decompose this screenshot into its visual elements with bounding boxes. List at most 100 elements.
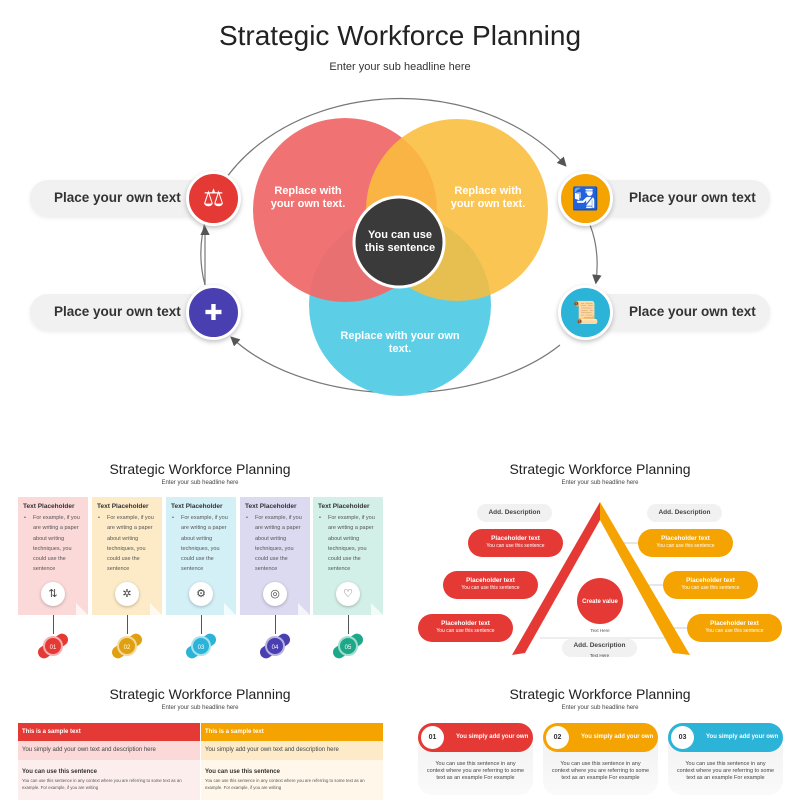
triangle-left-side xyxy=(512,502,600,655)
right-pill-1: Place your own text xyxy=(585,180,770,216)
text-card: Text PlaceholderFor example, if you are … xyxy=(166,497,236,615)
step-body: You can use this sentence in any context… xyxy=(551,761,650,781)
step-body: You can use this sentence in any context… xyxy=(426,761,525,781)
placeholder-sub: You can use this sentence xyxy=(656,543,715,549)
placeholder-sub: You can use this sentence xyxy=(461,585,520,591)
panel-title: Strategic Workforce Planning xyxy=(109,686,291,702)
placeholder-title: Placeholder text xyxy=(686,577,735,584)
card-body: For example, if you are writing a paper … xyxy=(97,513,157,575)
connector-line xyxy=(53,615,54,634)
step-pill: 01 You simply add your own xyxy=(418,723,533,752)
step-number: 03 xyxy=(671,726,694,749)
cell-body: You can use this sentence in any context… xyxy=(22,778,182,790)
card-heading: Text Placeholder xyxy=(97,503,149,510)
step-badge: 05 xyxy=(338,636,358,656)
table-header: This is a sample text xyxy=(18,723,200,741)
center-sub-text: Text Here xyxy=(590,628,610,633)
certificate-icon: 📜 xyxy=(558,285,613,340)
scales-icon: ⚖ xyxy=(186,171,241,226)
blue-circle-text: Replace with your own text. xyxy=(340,330,460,355)
placeholder-title: Placeholder text xyxy=(466,577,515,584)
pill-label: Place your own text xyxy=(54,304,181,319)
table-header: This is a sample text xyxy=(201,723,383,741)
card-icon: ⇅ xyxy=(41,582,65,606)
step-badge: 04 xyxy=(265,636,285,656)
pill-label: Place your own text xyxy=(54,190,181,205)
step-body: You can use this sentence in any context… xyxy=(676,761,775,781)
placeholder-title: Placeholder text xyxy=(710,620,759,627)
card-body: For example, if you are writing a paper … xyxy=(23,513,83,575)
placeholder-title: Placeholder text xyxy=(491,535,540,542)
placeholder-sub: You can use this sentence xyxy=(681,585,740,591)
panel-subtitle: Enter your sub headline here xyxy=(561,705,639,711)
cycle-arrow-right xyxy=(589,224,602,285)
create-value-circle xyxy=(577,578,623,624)
card-icon: ⚙ xyxy=(189,582,213,606)
step-title: You simply add your own xyxy=(581,734,654,740)
step-badge: 02 xyxy=(117,636,137,656)
step-title: You simply add your own xyxy=(706,734,779,740)
page-fold xyxy=(150,603,162,615)
card-icon: ◎ xyxy=(263,582,287,606)
page-subtitle: Enter your sub headline here xyxy=(329,61,471,73)
page-fold xyxy=(76,603,88,615)
description-pill: Add. Description xyxy=(477,504,552,522)
step-number: 02 xyxy=(546,726,569,749)
description-sub: Text Here xyxy=(589,653,610,658)
card-icon: ♡ xyxy=(336,582,360,606)
left-pill-2: Place your own text xyxy=(30,294,215,330)
step-title: You simply add your own xyxy=(456,734,529,740)
card-heading: Text Placeholder xyxy=(23,503,75,510)
medical-shield-icon: ✚ xyxy=(186,285,241,340)
pill-label: Place your own text xyxy=(629,190,756,205)
panel-subtitle: Enter your sub headline here xyxy=(561,480,639,486)
page-title: Strategic Workforce Planning xyxy=(218,20,582,51)
step-number: 01 xyxy=(421,726,444,749)
center-circle-text: You can use this sentence xyxy=(364,229,436,254)
page-fold xyxy=(298,603,310,615)
pill-label: Place your own text xyxy=(629,304,756,319)
connector-line xyxy=(127,615,128,634)
cell-body: You can use this sentence in any context… xyxy=(205,778,365,790)
page-fold xyxy=(371,603,383,615)
left-pill-1: Place your own text xyxy=(30,180,215,216)
card-icon: ✲ xyxy=(115,582,139,606)
right-pill-2: Place your own text xyxy=(585,294,770,330)
yellow-circle-text: Replace with your own text. xyxy=(450,185,526,210)
cell-heading: You can use this sentence xyxy=(205,769,280,775)
card-body: For example, if you are writing a paper … xyxy=(245,513,305,575)
card-body: For example, if you are writing a paper … xyxy=(171,513,231,575)
step-pill: 02 You simply add your own xyxy=(543,723,658,752)
step-badge: 01 xyxy=(43,636,63,656)
page-fold xyxy=(224,603,236,615)
placeholder-sub: You can use this sentence xyxy=(486,543,545,549)
placeholder-title: Placeholder text xyxy=(661,535,710,542)
create-value-text: Create value xyxy=(582,599,618,605)
description-pill: Add. Description xyxy=(647,504,722,522)
panel-subtitle: Enter your sub headline here xyxy=(161,480,239,486)
text-card: Text PlaceholderFor example, if you are … xyxy=(240,497,310,615)
card-heading: Text Placeholder xyxy=(318,503,370,510)
description-label: Add. Description xyxy=(573,642,626,649)
venn-center-circle xyxy=(352,195,446,289)
cell-heading: You can use this sentence xyxy=(22,769,97,775)
connector-line xyxy=(275,615,276,634)
placeholder-sub: You can use this sentence xyxy=(705,628,764,634)
connector-line xyxy=(348,615,349,634)
red-circle-text: Replace with your own text. xyxy=(270,185,346,210)
table-row: You simply add your own text and descrip… xyxy=(201,741,383,760)
step-badge: 03 xyxy=(191,636,211,656)
panel-title: Strategic Workforce Planning xyxy=(109,461,291,477)
triangle-right-side xyxy=(600,502,690,655)
